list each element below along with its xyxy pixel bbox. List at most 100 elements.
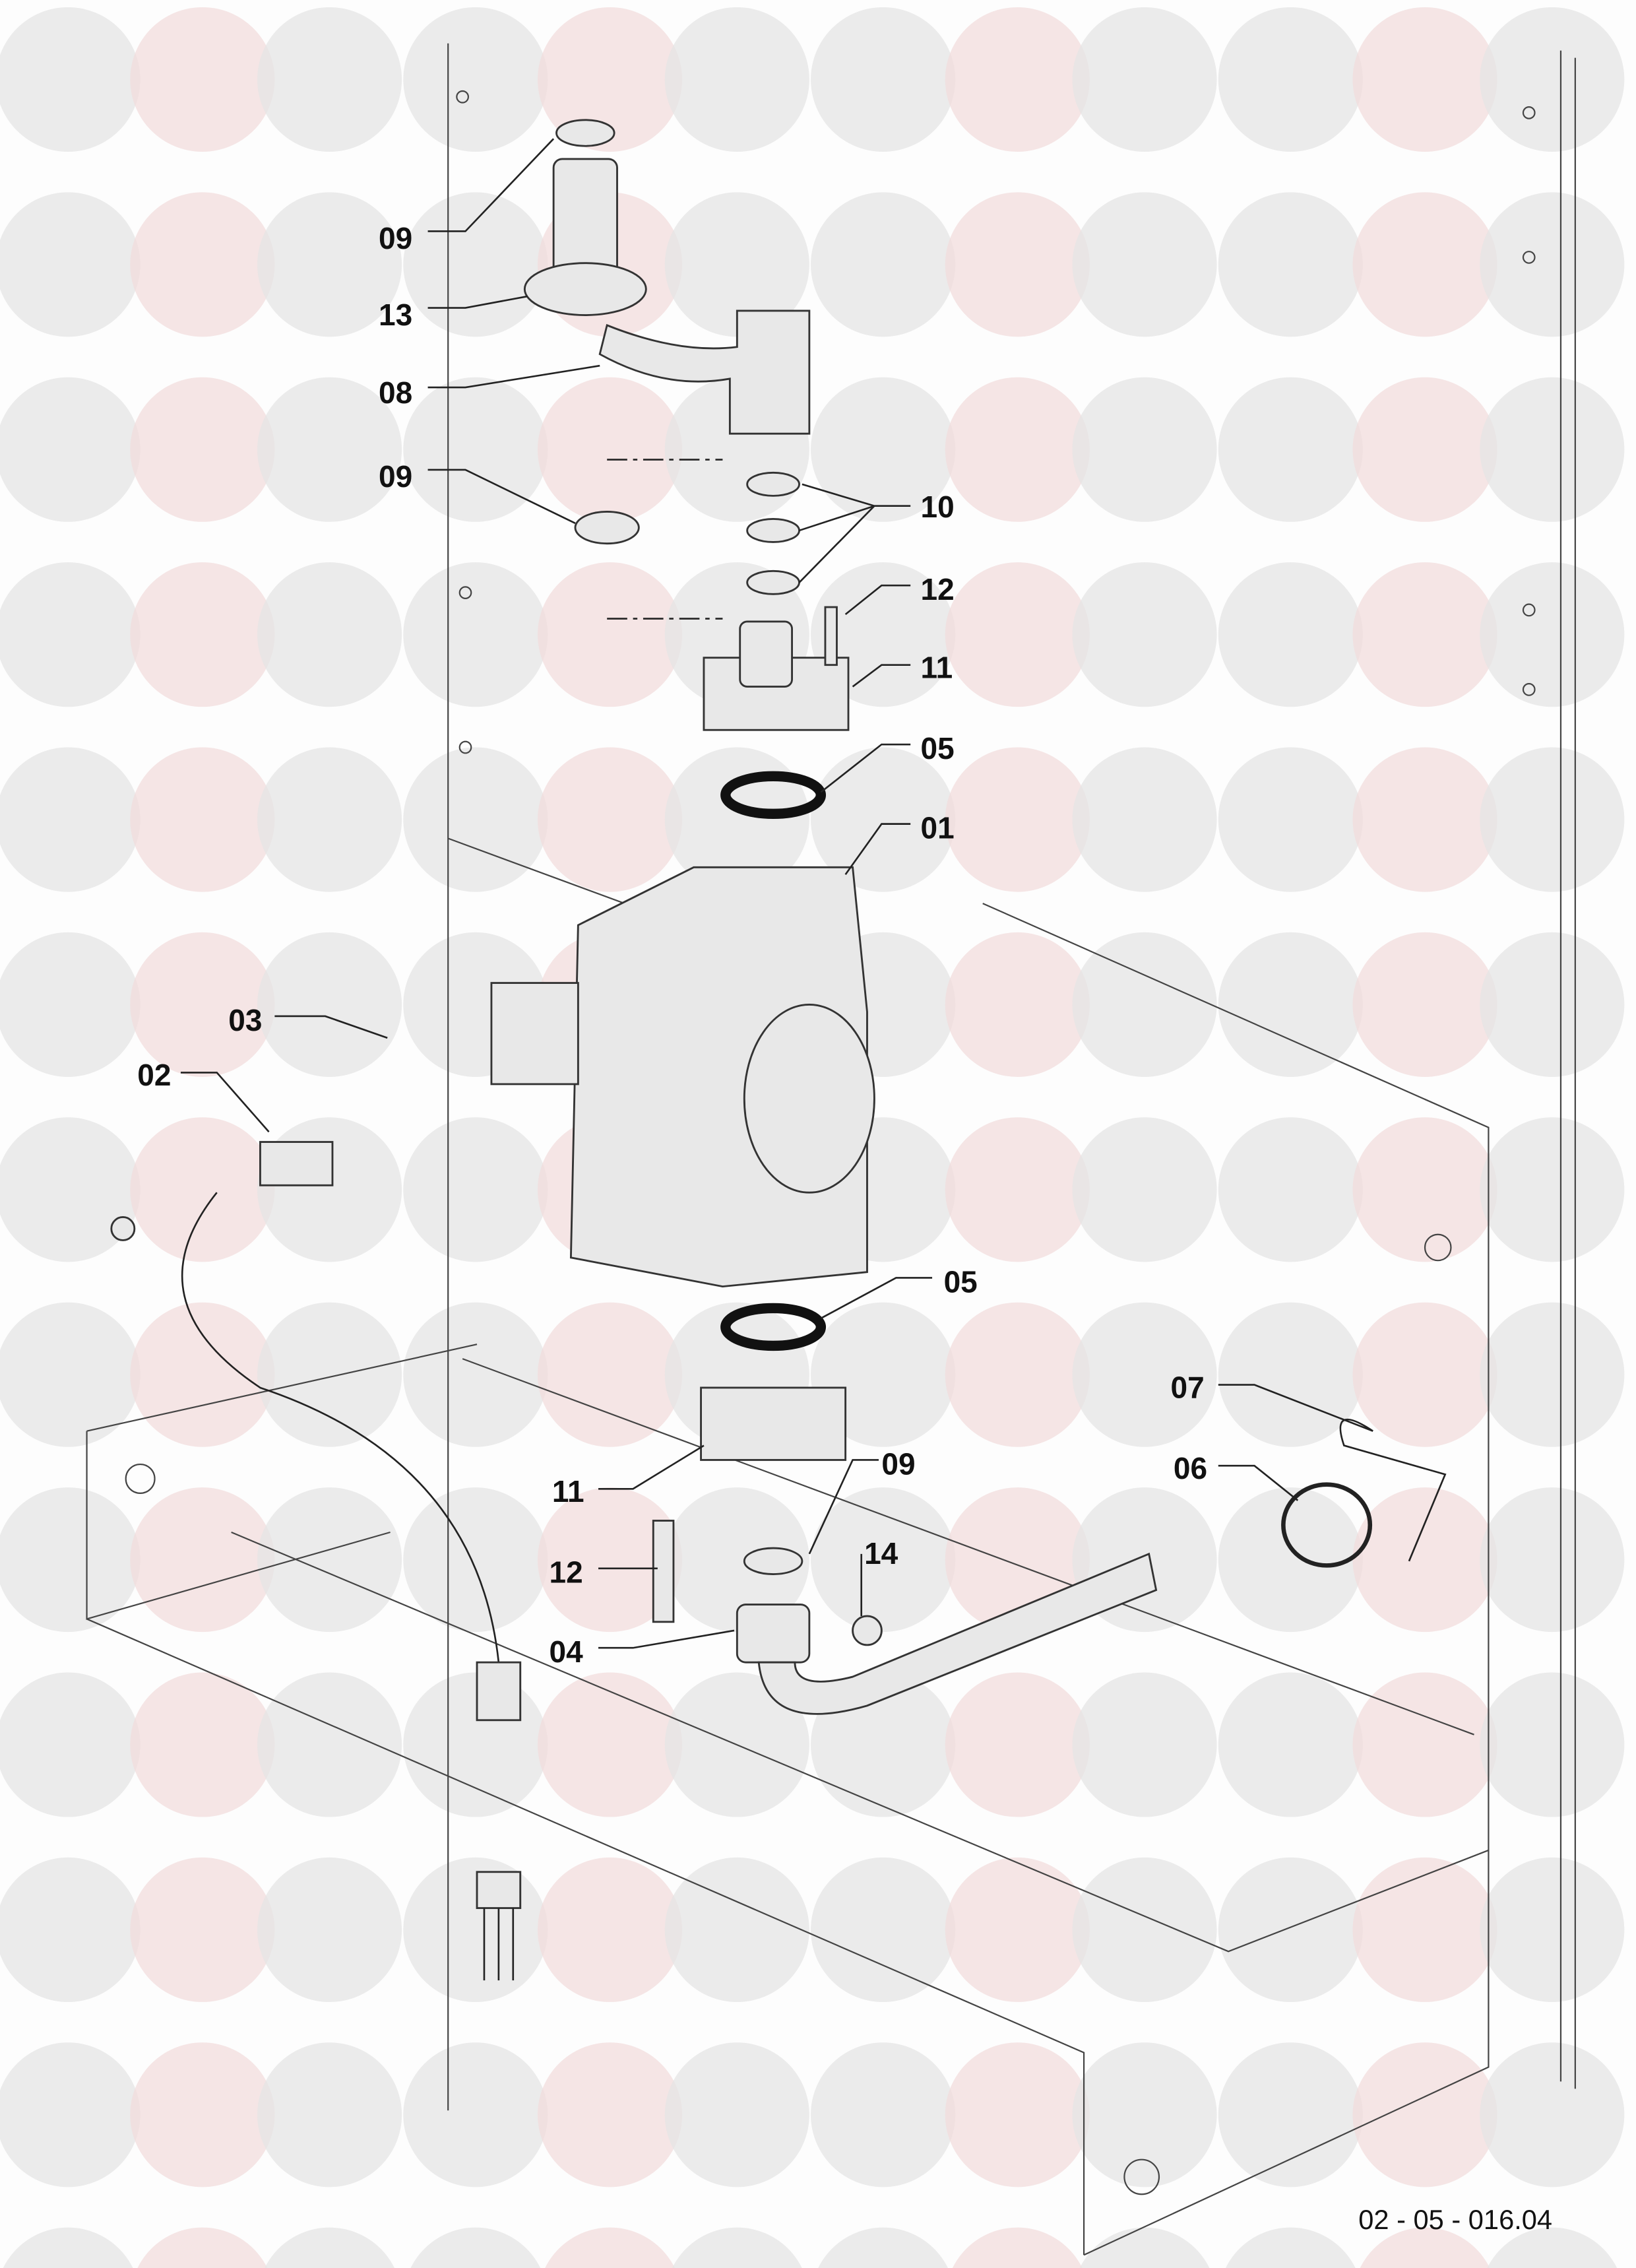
boiler-frame: [86, 43, 1576, 2256]
watermark-circle: [1218, 377, 1363, 522]
watermark-circle: [1218, 1117, 1363, 1262]
callout-11: 11: [921, 650, 953, 684]
watermark-circle: [1218, 747, 1363, 892]
o-ring-05-top: [720, 771, 827, 819]
watermark-circle: [403, 1117, 548, 1262]
watermark-circle: [945, 1117, 1090, 1262]
watermark-circle: [130, 1672, 275, 1817]
watermark-circle: [1352, 1302, 1497, 1447]
callout-03: 03: [228, 1003, 262, 1037]
watermark-circle: [0, 1857, 141, 2002]
watermark-circle: [137, 2227, 268, 2268]
watermark-circle: [538, 747, 683, 892]
watermark-circle: [1352, 7, 1497, 152]
callout-labels: 09 13 08 09 10 12 11 05 01 03 02 05 07 0…: [137, 221, 1552, 2235]
watermark-circle: [403, 562, 548, 707]
grommet-13: [523, 262, 647, 316]
watermark-circle: [811, 377, 956, 522]
watermark-circle: [811, 1302, 956, 1447]
watermark-circle: [403, 192, 548, 337]
hsp-watermark: [0, 7, 1625, 2268]
watermark-circle: [538, 1302, 683, 1447]
watermark-circle: [1072, 562, 1217, 707]
watermark-circle: [403, 7, 548, 152]
watermark-circle: [403, 747, 548, 892]
watermark-circle: [1218, 1857, 1363, 2002]
watermark-circle: [1072, 1672, 1217, 1817]
watermark-circle: [1352, 1487, 1497, 1633]
watermark-circle: [538, 1672, 683, 1817]
watermark-circle: [1360, 2227, 1490, 2268]
callout-14: 14: [864, 1536, 898, 1571]
drawing-number: 02 - 05 - 016.04: [1358, 2204, 1552, 2235]
watermark-circle: [664, 2042, 809, 2187]
watermark-circle: [130, 2042, 275, 2187]
watermark-circle: [0, 1487, 141, 1633]
watermark-circle: [0, 2042, 141, 2187]
watermark-circle: [811, 2042, 956, 2187]
parts: [110, 119, 1447, 1981]
watermark-circle: [1480, 377, 1625, 522]
nut-fitting: [552, 158, 618, 276]
watermark-circle: [257, 1857, 402, 2002]
watermark-circle: [811, 7, 956, 152]
watermark-circle: [538, 1487, 683, 1633]
watermark-circle: [1218, 1302, 1363, 1447]
watermark-circle: [811, 1857, 956, 2002]
watermark-circle: [1480, 1302, 1625, 1447]
watermark-circle: [945, 1857, 1090, 2002]
nut-04: [736, 1604, 811, 1664]
callout-12: 12: [921, 572, 955, 606]
watermark-circle: [664, 192, 809, 337]
watermark-circle: [1480, 932, 1625, 1077]
watermark-circle: [403, 1672, 548, 1817]
callout-09: 09: [881, 1446, 915, 1481]
watermark-circle: [257, 377, 402, 522]
callout-11: 11: [552, 1474, 584, 1508]
watermark-circle: [1480, 1487, 1625, 1633]
callout-08: 08: [379, 375, 412, 410]
watermark-circle: [1072, 2042, 1217, 2187]
watermark-circle: [1480, 2042, 1625, 2187]
watermark-circle: [257, 1117, 402, 1262]
watermark-circle: [538, 562, 683, 707]
watermark-circle: [403, 1487, 548, 1633]
watermark-circle: [664, 7, 809, 152]
watermark-circle: [1225, 2227, 1356, 2268]
watermark-circle: [811, 747, 956, 892]
watermark-circle: [1072, 1302, 1217, 1447]
watermark-circle: [257, 932, 402, 1077]
watermark-circle: [1480, 562, 1625, 707]
o-ring-06: [1281, 1482, 1373, 1568]
watermark-circle: [945, 1302, 1090, 1447]
watermark-circle: [130, 1302, 275, 1447]
watermark-circle: [1072, 747, 1217, 892]
watermark-circle: [1352, 192, 1497, 337]
watermark-circle: [0, 7, 141, 152]
washer-09-mid: [574, 511, 640, 545]
watermark-circle: [945, 932, 1090, 1077]
watermark-circle: [0, 1672, 141, 1817]
watermark-circle: [545, 2227, 675, 2268]
watermark-circle: [945, 7, 1090, 152]
callout-02: 02: [137, 1058, 171, 1092]
watermark-circle: [1218, 7, 1363, 152]
o-ring-05-bottom: [720, 1303, 827, 1351]
watermark-circle: [1218, 2042, 1363, 2187]
watermark-circle: [1480, 1672, 1625, 1817]
watermark-circle: [1072, 932, 1217, 1077]
watermark-circle: [945, 2042, 1090, 2187]
watermark-circle: [257, 747, 402, 892]
watermark-circle: [1218, 932, 1363, 1077]
callout-12: 12: [550, 1555, 583, 1590]
watermark-circle: [130, 1487, 275, 1633]
watermark-circle: [1480, 1857, 1625, 2002]
watermark-circle: [257, 7, 402, 152]
watermark-circle: [664, 1487, 809, 1633]
watermark-circle: [1218, 1487, 1363, 1633]
watermark-circle: [1072, 377, 1217, 522]
watermark-circle: [257, 192, 402, 337]
watermark-circle: [403, 1302, 548, 1447]
watermark-circle: [0, 562, 141, 707]
